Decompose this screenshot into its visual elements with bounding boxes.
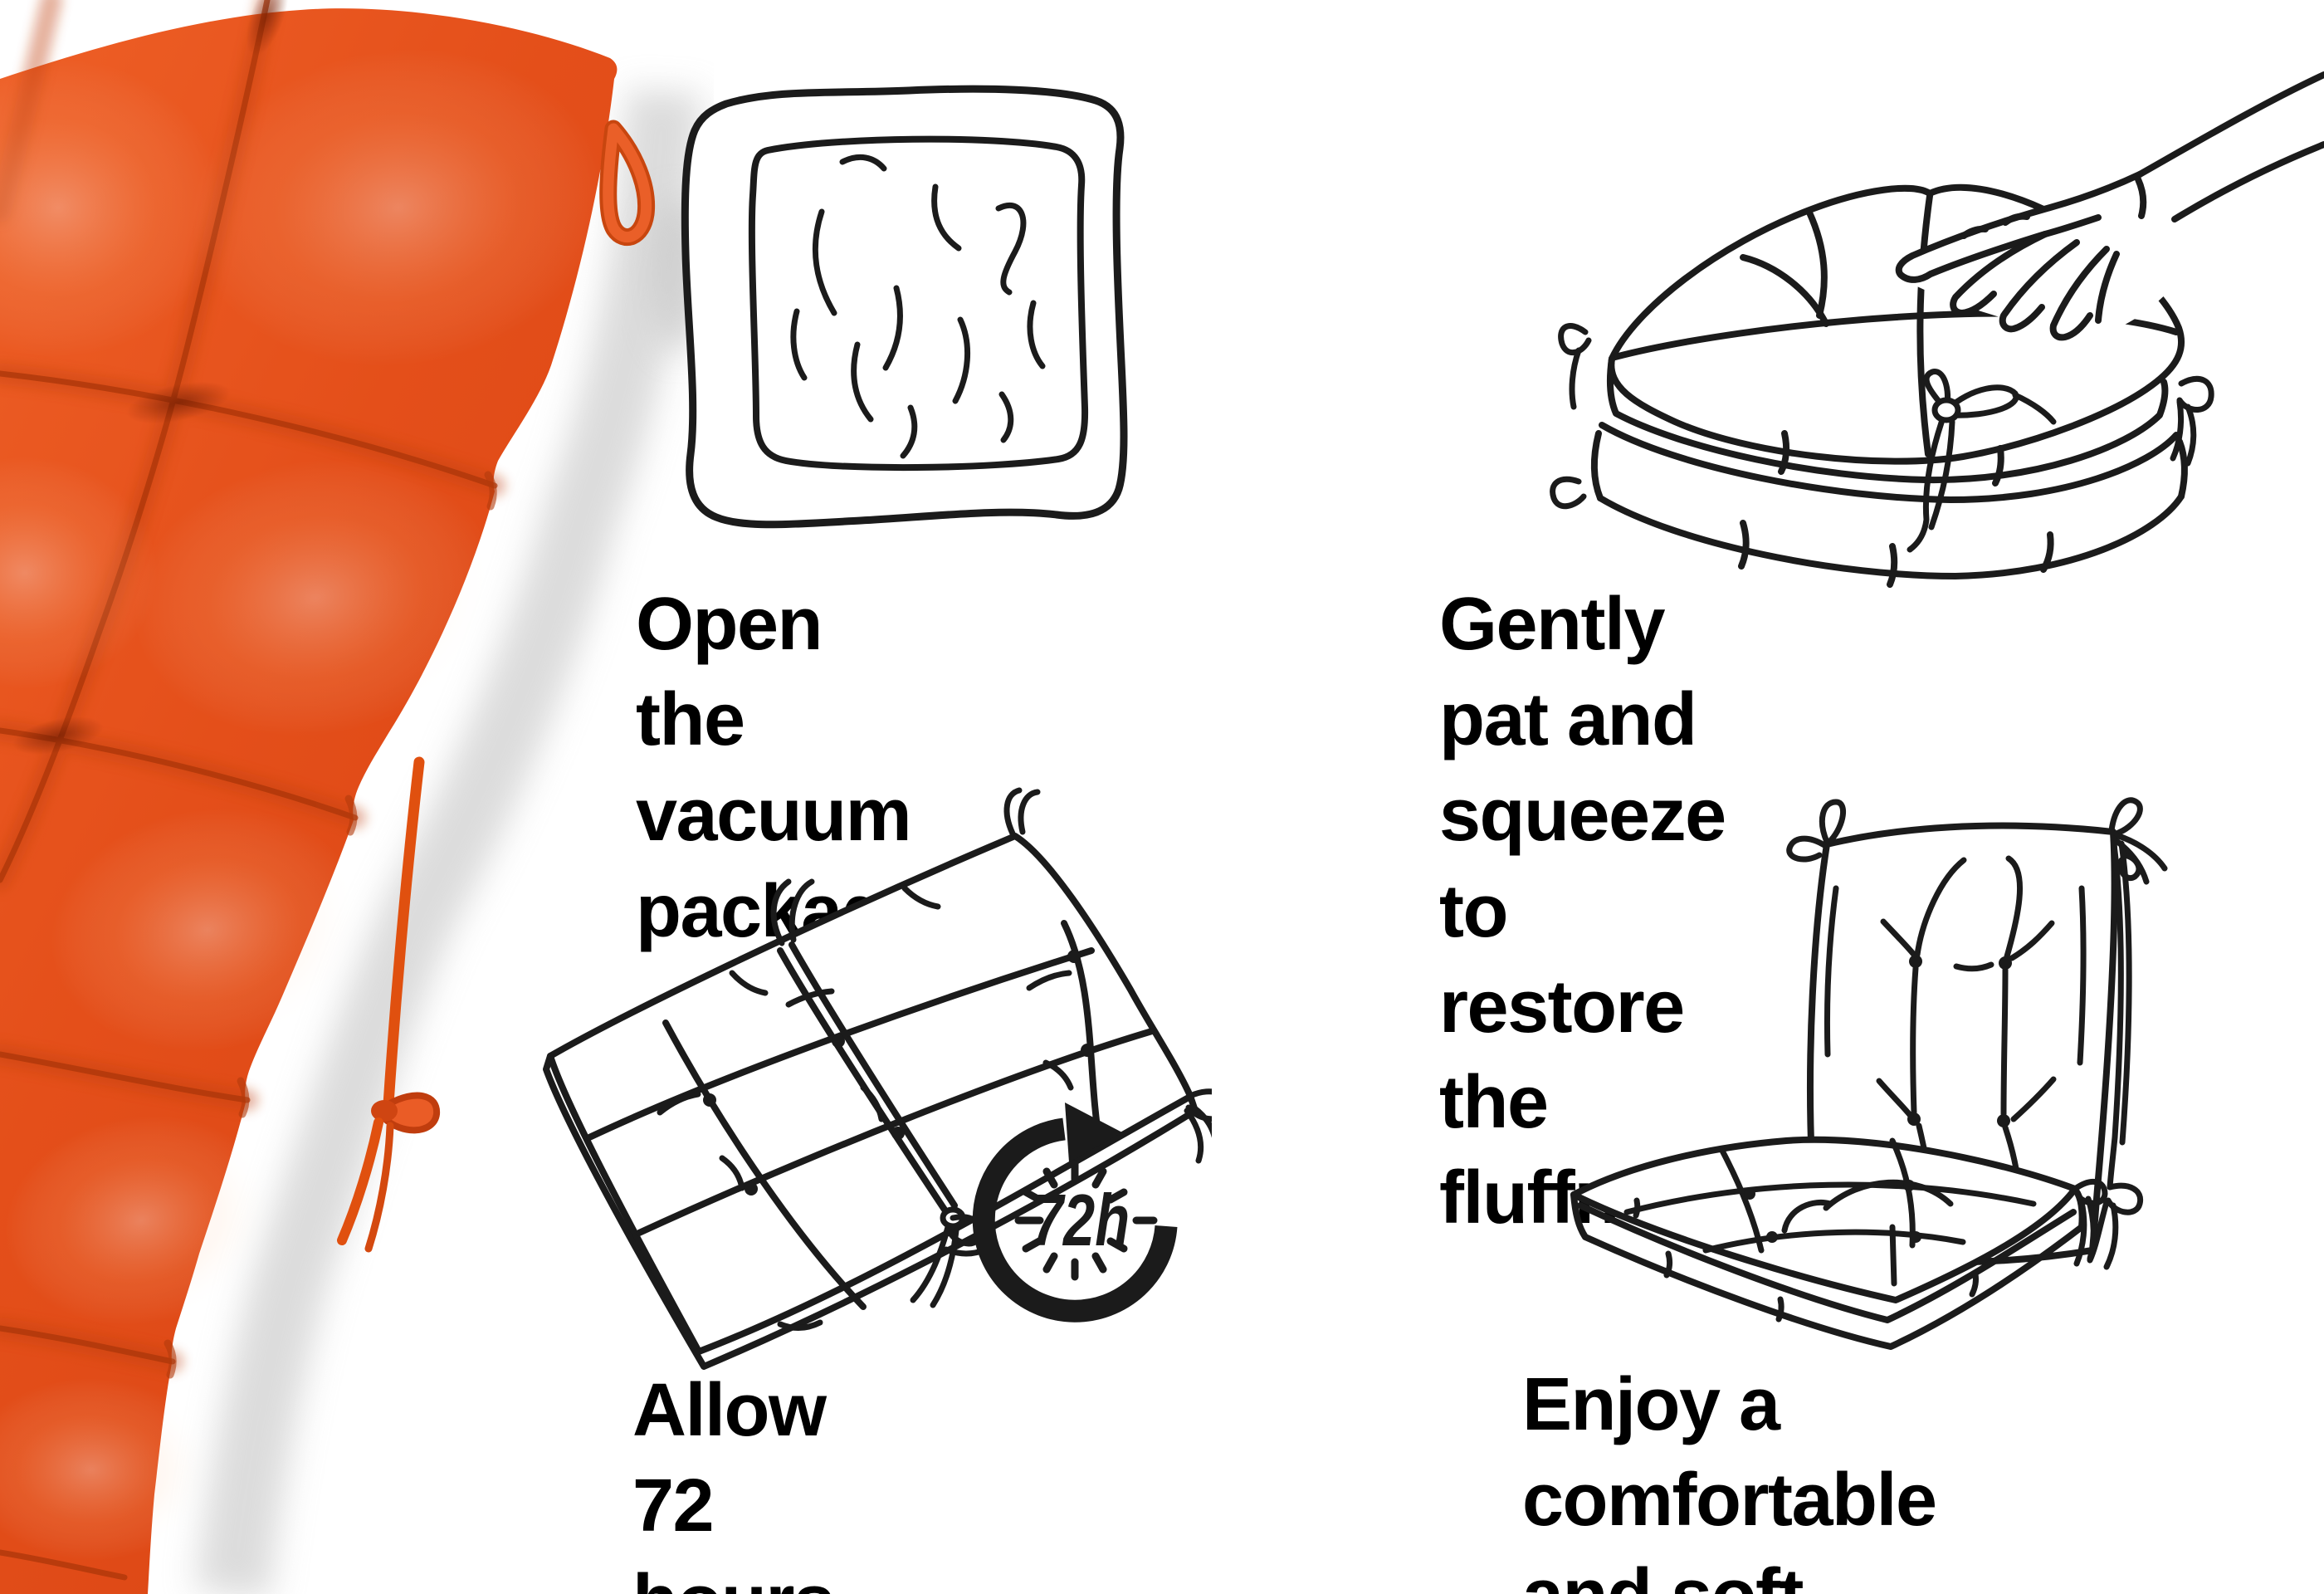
step-caption: Allow 72 hours to expand [632,1369,835,1594]
orange-cushion-photo [0,0,701,1594]
seat-tie-icon [2072,1179,2108,1267]
hand-icon [1895,71,2324,341]
chair-cushion-illustration [1570,797,2168,1350]
hand-patting-cushion-stack-illustration [1550,71,2324,588]
bow-tie-icon [1907,369,2057,553]
step-caption: Gently pat and squeeze to restore the fl… [1439,583,1741,1240]
hand-silhouette [1897,73,2324,339]
side-tie-icons [1550,323,1592,510]
badge-72h-text: 72h [1032,1180,1130,1261]
backrest-tie-icons [1786,797,2168,1270]
72h-clock-icon: 72h [972,1103,1178,1323]
cushion-puff-highlights [0,48,605,1561]
cushion-tie-loop-icon [599,120,656,247]
seat-tuft-dots [1744,1180,1921,1243]
cushion-drop-shadow [195,89,701,1594]
tuft-dots [703,950,1094,1196]
flat-bench-cushion-illustration: 72h [543,787,1212,1370]
cushion-tuft-dimples [12,0,289,755]
vacuum-package-illustration [681,85,1128,529]
corner-tie-icons [770,787,1212,1308]
step-caption: Enjoy a comfortable and soft cushion [1522,1363,1937,1594]
cushion-bow-tie-icon [337,756,441,1253]
backrest-buttons [1907,955,2012,1127]
wrinkle-lines [790,154,1046,459]
